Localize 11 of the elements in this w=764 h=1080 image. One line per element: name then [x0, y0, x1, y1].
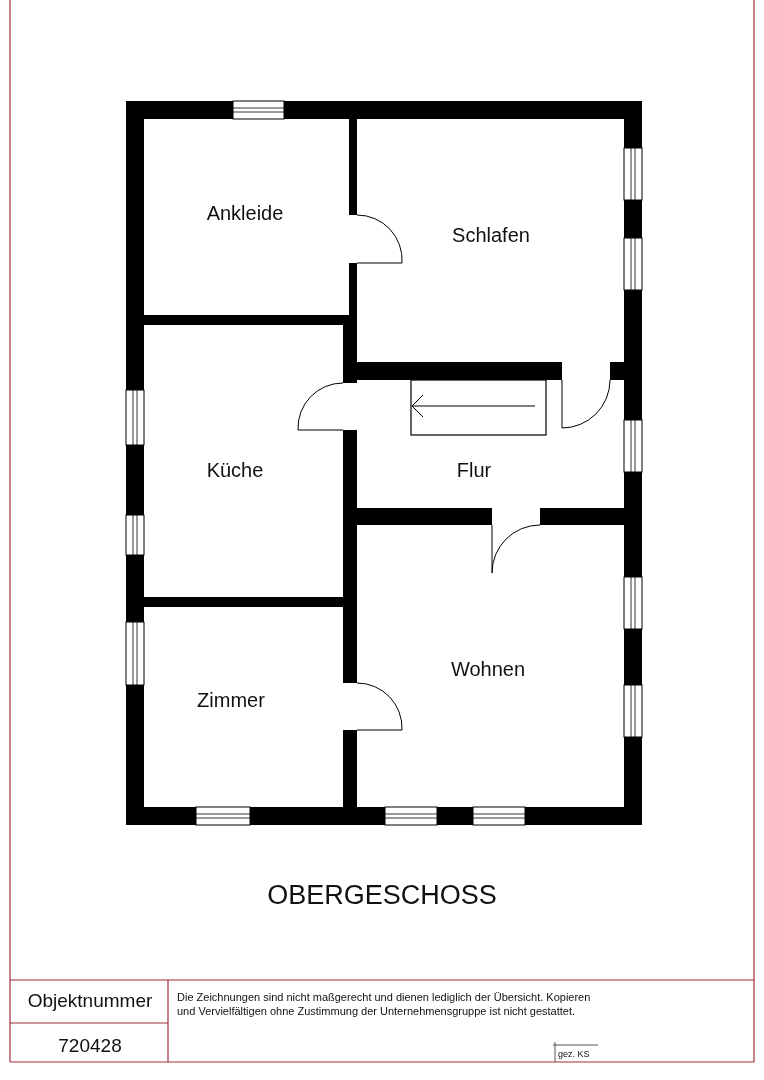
room-name: Zimmer: [197, 688, 265, 712]
object-number: 720428: [57, 1035, 123, 1057]
room-name: Flur: [456, 458, 492, 482]
room-name: Schlafen: [452, 223, 530, 247]
drafter-initials: gez. KS: [558, 1049, 591, 1059]
field-label: Objektnummer: [26, 990, 154, 1012]
room-name: Wohnen: [450, 657, 526, 681]
room-name: Küche: [206, 458, 264, 482]
disclaimer-note: Die Zeichnungen sind nicht maßgerecht und dienen lediglich der Übersicht. Kopieren und Vervielfältigen ohne Zustimmung der Unternehmensgruppe ist nicht gestattet.: [177, 990, 592, 1018]
plan-title: OBERGESCHOSS: [266, 880, 498, 911]
room-name: Ankleide: [206, 201, 284, 225]
